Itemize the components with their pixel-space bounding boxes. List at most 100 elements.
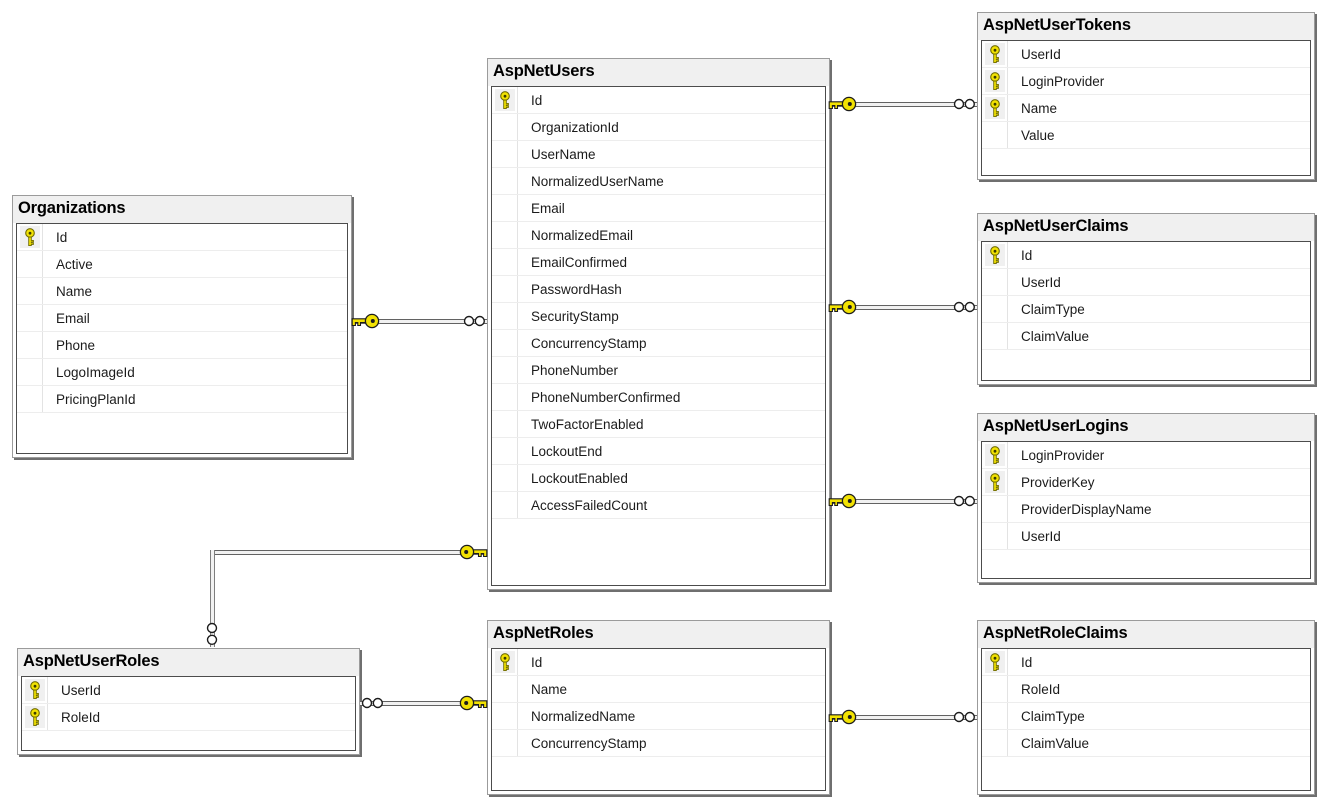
- column-name: PasswordHash: [531, 281, 622, 297]
- column-row-email[interactable]: Email: [17, 305, 347, 332]
- column-row-logoimageid[interactable]: LogoImageId: [17, 359, 347, 386]
- key-cell-empty: [492, 303, 518, 329]
- relationship-line-aspnetusers-aspnetuserlogins[interactable]: [829, 499, 977, 504]
- relationship-line-aspnetroles-aspnetuserroles[interactable]: [360, 701, 487, 706]
- column-row-lockoutenabled[interactable]: LockoutEnabled: [492, 465, 825, 492]
- infinity-icon-aspnetusers-aspnetusertokens: [953, 98, 976, 110]
- column-row-loginprovider[interactable]: LoginProvider: [982, 68, 1310, 95]
- key-cell-empty: [492, 730, 518, 756]
- column-row-userid[interactable]: UserId: [22, 677, 355, 704]
- column-name: UserId: [61, 682, 101, 698]
- column-row-twofactorenabled[interactable]: TwoFactorEnabled: [492, 411, 825, 438]
- key-cell-empty: [17, 386, 43, 412]
- column-row-pricingplanid[interactable]: PricingPlanId: [17, 386, 347, 413]
- column-name: PhoneNumberConfirmed: [531, 389, 681, 405]
- column-row-claimtype[interactable]: ClaimType: [982, 703, 1310, 730]
- key-cell-empty: [492, 438, 518, 464]
- column-row-userid[interactable]: UserId: [982, 41, 1310, 68]
- db-table-header-aspnetusertokens[interactable]: AspNetUserTokens: [978, 13, 1314, 40]
- key-icon: [984, 70, 1005, 92]
- infinity-icon-aspnetusers-aspnetuserroles: [206, 622, 218, 647]
- column-row-roleid[interactable]: RoleId: [22, 704, 355, 731]
- column-row-normalizedemail[interactable]: NormalizedEmail: [492, 222, 825, 249]
- column-row-id[interactable]: Id: [492, 649, 825, 676]
- column-row-value[interactable]: Value: [982, 122, 1310, 149]
- key-cell-empty: [492, 276, 518, 302]
- column-row-concurrencystamp[interactable]: ConcurrencyStamp: [492, 330, 825, 357]
- column-row-name[interactable]: Name: [17, 278, 347, 305]
- column-name: ConcurrencyStamp: [531, 335, 647, 351]
- db-table-header-aspnetroleclaims[interactable]: AspNetRoleClaims: [978, 621, 1314, 648]
- column-row-claimvalue[interactable]: ClaimValue: [982, 730, 1310, 757]
- column-row-name[interactable]: Name: [982, 95, 1310, 122]
- relationship-line-aspnetusers-aspnetusertokens[interactable]: [829, 102, 977, 107]
- column-row-phonenumberconfirmed[interactable]: PhoneNumberConfirmed: [492, 384, 825, 411]
- column-row-name[interactable]: Name: [492, 676, 825, 703]
- column-row-providerkey[interactable]: ProviderKey: [982, 469, 1310, 496]
- column-row-claimtype[interactable]: ClaimType: [982, 296, 1310, 323]
- column-row-userid[interactable]: UserId: [982, 269, 1310, 296]
- column-row-passwordhash[interactable]: PasswordHash: [492, 276, 825, 303]
- column-name: OrganizationId: [531, 119, 619, 135]
- column-row-id[interactable]: Id: [982, 649, 1310, 676]
- key-cell-empty: [982, 703, 1008, 729]
- column-row-phonenumber[interactable]: PhoneNumber: [492, 357, 825, 384]
- column-row-organizationid[interactable]: OrganizationId: [492, 114, 825, 141]
- column-row-active[interactable]: Active: [17, 251, 347, 278]
- column-row-normalizedname[interactable]: NormalizedName: [492, 703, 825, 730]
- db-table-header-aspnetuserlogins[interactable]: AspNetUserLogins: [978, 414, 1314, 441]
- relationship-line-aspnetusers-aspnetuserroles[interactable]: [210, 550, 215, 647]
- db-table-header-aspnetroles[interactable]: AspNetRoles: [488, 621, 829, 648]
- db-table-title: AspNetUsers: [493, 62, 595, 80]
- column-row-roleid[interactable]: RoleId: [982, 676, 1310, 703]
- key-icon: [984, 471, 1005, 493]
- column-row-concurrencystamp[interactable]: ConcurrencyStamp: [492, 730, 825, 757]
- primary-key-cell: [22, 677, 48, 703]
- column-name: TwoFactorEnabled: [531, 416, 644, 432]
- db-table-header-aspnetuserroles[interactable]: AspNetUserRoles: [18, 649, 359, 676]
- key-cell-empty: [492, 384, 518, 410]
- relationship-line-aspnetusers-aspnetuserroles[interactable]: [210, 550, 487, 555]
- column-row-userid[interactable]: UserId: [982, 523, 1310, 550]
- key-cell-empty: [492, 168, 518, 194]
- column-name: ConcurrencyStamp: [531, 735, 647, 751]
- column-row-lockoutend[interactable]: LockoutEnd: [492, 438, 825, 465]
- column-row-username[interactable]: UserName: [492, 141, 825, 168]
- column-row-normalizedusername[interactable]: NormalizedUserName: [492, 168, 825, 195]
- column-row-accessfailedcount[interactable]: AccessFailedCount: [492, 492, 825, 519]
- key-cell-empty: [982, 523, 1008, 549]
- key-icon: [494, 651, 515, 673]
- column-row-id[interactable]: Id: [492, 87, 825, 114]
- column-row-providerdisplayname[interactable]: ProviderDisplayName: [982, 496, 1310, 523]
- column-row-emailconfirmed[interactable]: EmailConfirmed: [492, 249, 825, 276]
- column-name: ClaimValue: [1021, 735, 1090, 751]
- column-row-id[interactable]: Id: [982, 242, 1310, 269]
- column-row-id[interactable]: Id: [17, 224, 347, 251]
- column-row-securitystamp[interactable]: SecurityStamp: [492, 303, 825, 330]
- relationship-line-organizations-aspnetusers[interactable]: [352, 319, 487, 324]
- column-row-phone[interactable]: Phone: [17, 332, 347, 359]
- column-name: ClaimType: [1021, 301, 1085, 317]
- db-table-header-organizations[interactable]: Organizations: [13, 196, 351, 223]
- column-row-claimvalue[interactable]: ClaimValue: [982, 323, 1310, 350]
- primary-key-cell: [982, 469, 1008, 495]
- column-name: Id: [531, 654, 543, 670]
- relationship-line-aspnetroles-aspnetroleclaims[interactable]: [829, 715, 977, 720]
- column-row-loginprovider[interactable]: LoginProvider: [982, 442, 1310, 469]
- column-name: LoginProvider: [1021, 447, 1105, 463]
- db-table-header-aspnetuserclaims[interactable]: AspNetUserClaims: [978, 214, 1314, 241]
- db-table-header-aspnetusers[interactable]: AspNetUsers: [488, 59, 829, 86]
- column-name: Phone: [56, 337, 96, 353]
- relationship-line-aspnetusers-aspnetuserclaims[interactable]: [829, 305, 977, 310]
- column-row-email[interactable]: Email: [492, 195, 825, 222]
